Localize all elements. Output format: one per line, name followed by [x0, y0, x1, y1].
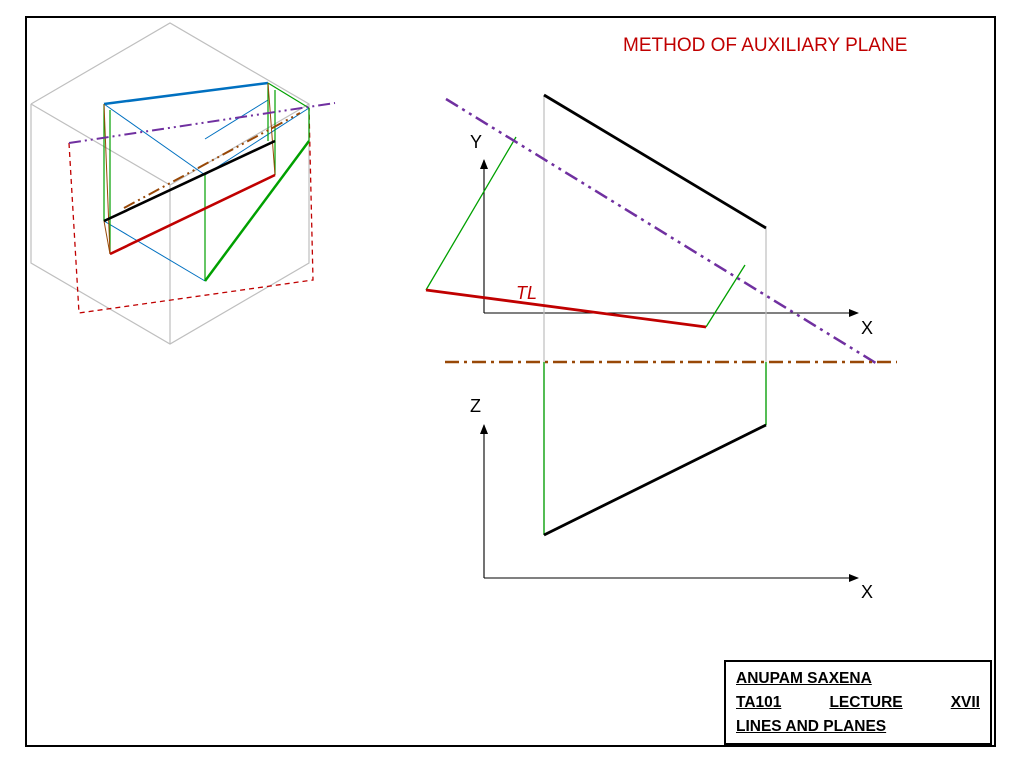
auxiliary-plane-edge	[445, 97, 880, 367]
iso-true-length	[109, 173, 276, 256]
iso-projection-edge	[203, 140, 311, 282]
z-axis-label: Z	[470, 396, 481, 416]
front-view-axes	[480, 424, 859, 582]
lecture-number: XVII	[950, 694, 980, 711]
course-code: TA101	[736, 694, 782, 711]
slide-title: METHOD OF AUXILIARY PLANE	[623, 35, 908, 56]
lecture-topic: LINES AND PLANES	[736, 718, 887, 735]
iso-reference-line	[123, 112, 301, 209]
iso-top-edges	[103, 99, 310, 282]
iso-line-ab	[103, 139, 276, 223]
true-length-line	[425, 288, 707, 329]
lecture-word: LECTURE	[829, 694, 903, 711]
iso-brown-edges	[103, 82, 276, 255]
course-line: TA101 LECTURE XVII	[736, 694, 980, 712]
drawing-border	[25, 16, 996, 747]
iso-top-line	[103, 81, 269, 106]
front-view-line	[543, 423, 767, 537]
true-length-label: TL	[516, 283, 537, 303]
isometric-view	[30, 22, 336, 345]
iso-auxiliary-plane	[68, 107, 314, 314]
orthographic-view: Y X Z X TL	[425, 93, 897, 602]
top-view-axes	[480, 159, 859, 317]
y-axis-label: Y	[470, 132, 482, 152]
auxiliary-projectors	[425, 136, 767, 535]
x-axis-label-top: X	[861, 318, 873, 338]
top-view-line	[543, 93, 767, 230]
iso-auxiliary-edge	[68, 102, 336, 144]
iso-projectors	[103, 82, 310, 281]
iso-bounding-cube	[30, 22, 310, 345]
title-block: ANUPAM SAXENA TA101 LECTURE XVII LINES A…	[724, 660, 992, 745]
x-axis-label-bottom: X	[861, 582, 873, 602]
author-name: ANUPAM SAXENA	[736, 670, 872, 687]
